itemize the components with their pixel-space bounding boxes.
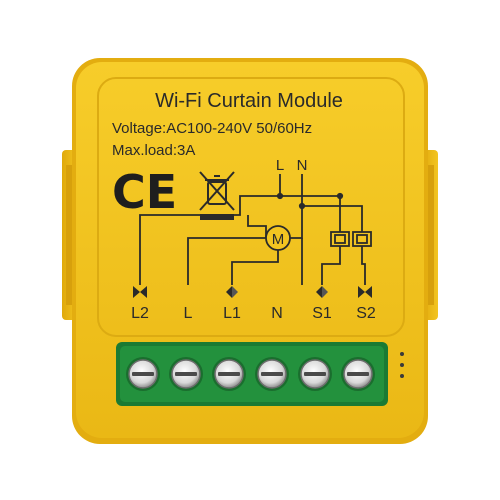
terminal-screw [169,357,203,391]
terminal-screw [298,357,332,391]
ce-mark-icon: CE [112,165,177,219]
wiring-diagram [139,174,366,285]
switch-icon [330,231,372,247]
terminal-screw [212,357,246,391]
terminal-label-l1: L1 [223,305,241,322]
product-title: Wi-Fi Curtain Module [155,90,343,112]
motor-label: M [272,231,285,248]
terminal-labels: L2 L L1 N S1 S2 [131,305,376,322]
terminal-label-l2: L2 [131,305,149,322]
terminal-arrows [133,286,372,298]
motor-icon: M [265,225,291,251]
terminal-label-l: L [184,305,193,322]
max-load-spec: Max.load:3A [112,142,195,159]
weee-crossed-bin-icon [199,171,235,220]
terminal-label-s1: S1 [312,305,332,322]
supply-label-n: N [297,157,308,174]
terminal-screw [341,357,375,391]
terminal-screws [126,357,375,391]
terminal-label-n: N [271,305,283,322]
terminal-screw [255,357,289,391]
terminal-screw [126,357,160,391]
terminal-label-s2: S2 [356,305,376,322]
voltage-spec: Voltage:AC100-240V 50/60Hz [112,120,312,137]
supply-label-l: L [276,157,284,174]
status-led-dots [400,352,404,378]
